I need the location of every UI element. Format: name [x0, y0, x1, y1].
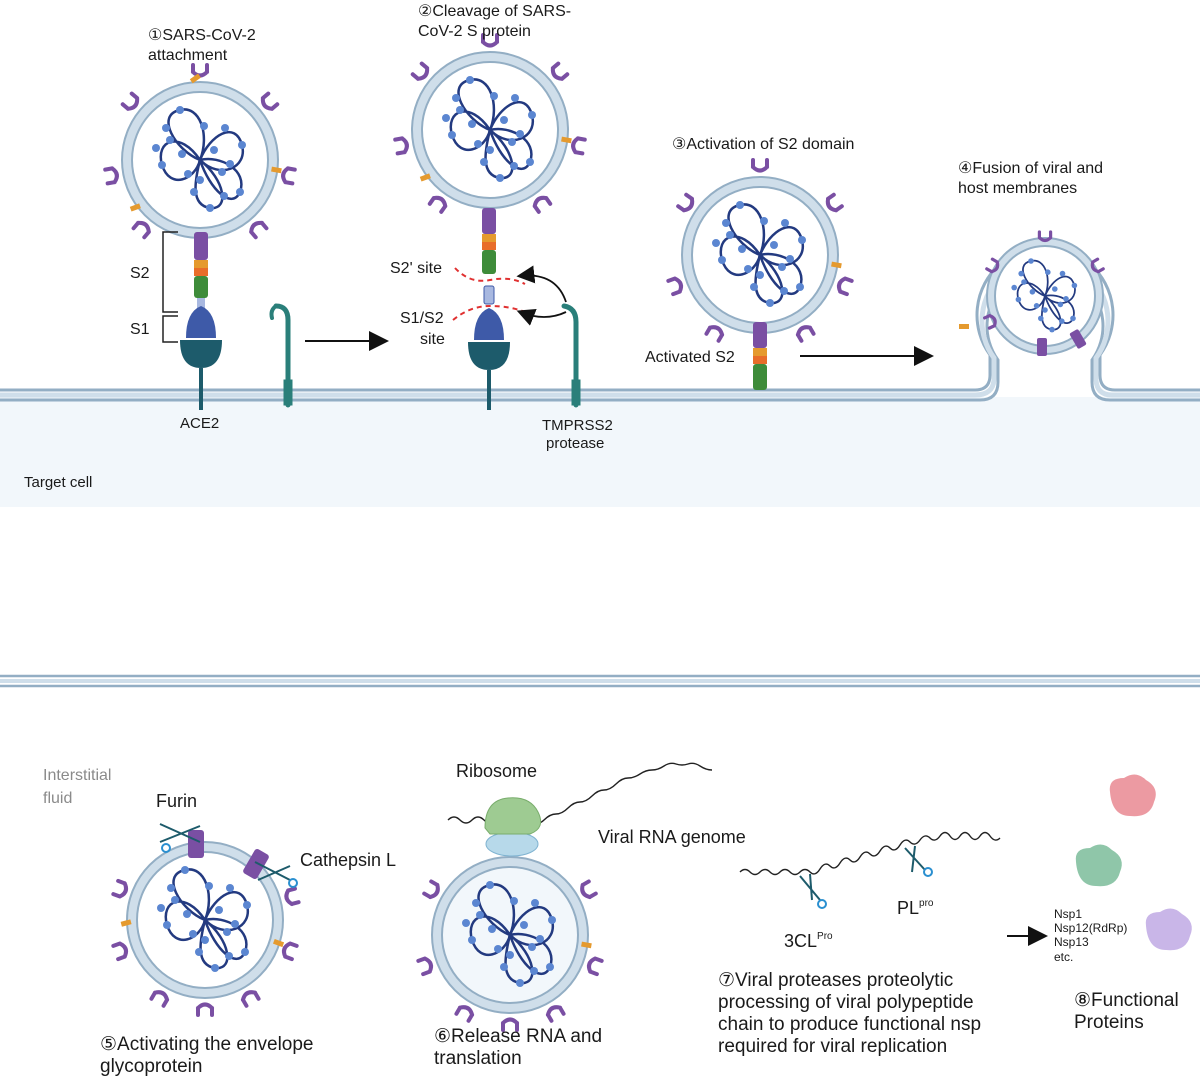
s1-domain-label: S1: [130, 321, 150, 338]
functional-protein-red: [1109, 774, 1156, 817]
fusing-virus: [959, 230, 1105, 356]
furin-scissors: [159, 823, 204, 858]
step5-title-2: glycoprotein: [100, 1056, 202, 1077]
domain-brackets: [162, 231, 178, 343]
step4-title-2: host membranes: [958, 180, 1077, 197]
ribosome: [484, 797, 542, 857]
furin-label: Furin: [156, 791, 197, 811]
ace2-label: ACE2: [180, 415, 219, 432]
virus-particle-1: [103, 63, 297, 240]
tmprss2-cleave-arrow-1: [516, 265, 567, 303]
activated-s2-label: Activated S2: [645, 349, 735, 366]
nsp1-label: Nsp1: [1054, 907, 1082, 921]
virus-particle-3: [666, 158, 854, 343]
step6-title-1: ⑥Release RNA and: [434, 1026, 602, 1047]
step2-title-1: ②Cleavage of SARS-: [418, 3, 571, 20]
step7-title-3: chain to produce functional nsp: [718, 1014, 981, 1035]
tmprss2-label-2: protease: [546, 435, 604, 452]
nsp12-label: Nsp12(RdRp): [1054, 921, 1127, 935]
tmprss2-cleave-arrow-2: [516, 308, 567, 326]
cleaved-spike: [468, 208, 510, 410]
interstitial-label-1: Interstitial: [43, 767, 111, 784]
pl-pro-label: PLpro: [897, 898, 934, 918]
step7-title-2: processing of viral polypeptide: [718, 992, 974, 1013]
step5-title-1: ⑤Activating the envelope: [100, 1034, 314, 1055]
tmprss2-label-1: TMPRSS2: [542, 417, 613, 434]
step1-title-1: ①SARS-CoV-2: [148, 27, 256, 44]
functional-protein-lilac: [1145, 908, 1192, 951]
s1s2-site-label-2: site: [420, 331, 445, 348]
tmprss2-protein-2: [561, 303, 581, 408]
cathepsin-label: Cathepsin L: [300, 850, 396, 870]
s2prime-site-label: S2' site: [390, 260, 442, 277]
interstitial-membrane: [0, 674, 1200, 688]
cathepsin-scissors: [243, 848, 298, 888]
step1-title-2: attachment: [148, 47, 228, 64]
ribosome-label: Ribosome: [456, 761, 537, 781]
viral-rna-genome-label: Viral RNA genome: [598, 827, 746, 847]
tmprss2-protein-1: [269, 303, 293, 408]
target-cell-label: Target cell: [24, 474, 92, 491]
step8-title-2: Proteins: [1074, 1012, 1144, 1033]
step2-title-2: CoV-2 S protein: [418, 23, 531, 40]
pl-protease-scissors: [904, 845, 933, 877]
virus-particle-2: [393, 33, 587, 214]
activated-s2-spike: [753, 322, 767, 390]
3cl-protease-scissors: [799, 873, 827, 909]
etc-label: etc.: [1054, 950, 1073, 964]
spike-ace2-complex: [180, 232, 222, 410]
step7-title-1: ⑦Viral proteases proteolytic: [718, 970, 953, 991]
step7-title-4: required for viral replication: [718, 1036, 947, 1057]
step3-title: ③Activation of S2 domain: [672, 136, 854, 153]
virus-particle-6: [416, 856, 604, 1032]
s1s2-cut-line: [452, 304, 526, 321]
functional-protein-green: [1075, 844, 1122, 887]
step6-title-2: translation: [434, 1048, 522, 1069]
polypeptide-chain: [739, 831, 1001, 876]
interstitial-label-2: fluid: [43, 790, 72, 807]
step4-title-1: ④Fusion of viral and: [958, 160, 1103, 177]
3cl-pro-label: 3CLPro: [784, 931, 833, 951]
nsp13-label: Nsp13: [1054, 935, 1089, 949]
s2prime-cut-line: [454, 267, 526, 285]
s1s2-site-label-1: S1/S2: [400, 310, 444, 327]
step8-title-1: ⑧Functional: [1074, 990, 1179, 1011]
virus-particle-5: [111, 841, 301, 1017]
s2-domain-label: S2: [130, 265, 150, 282]
